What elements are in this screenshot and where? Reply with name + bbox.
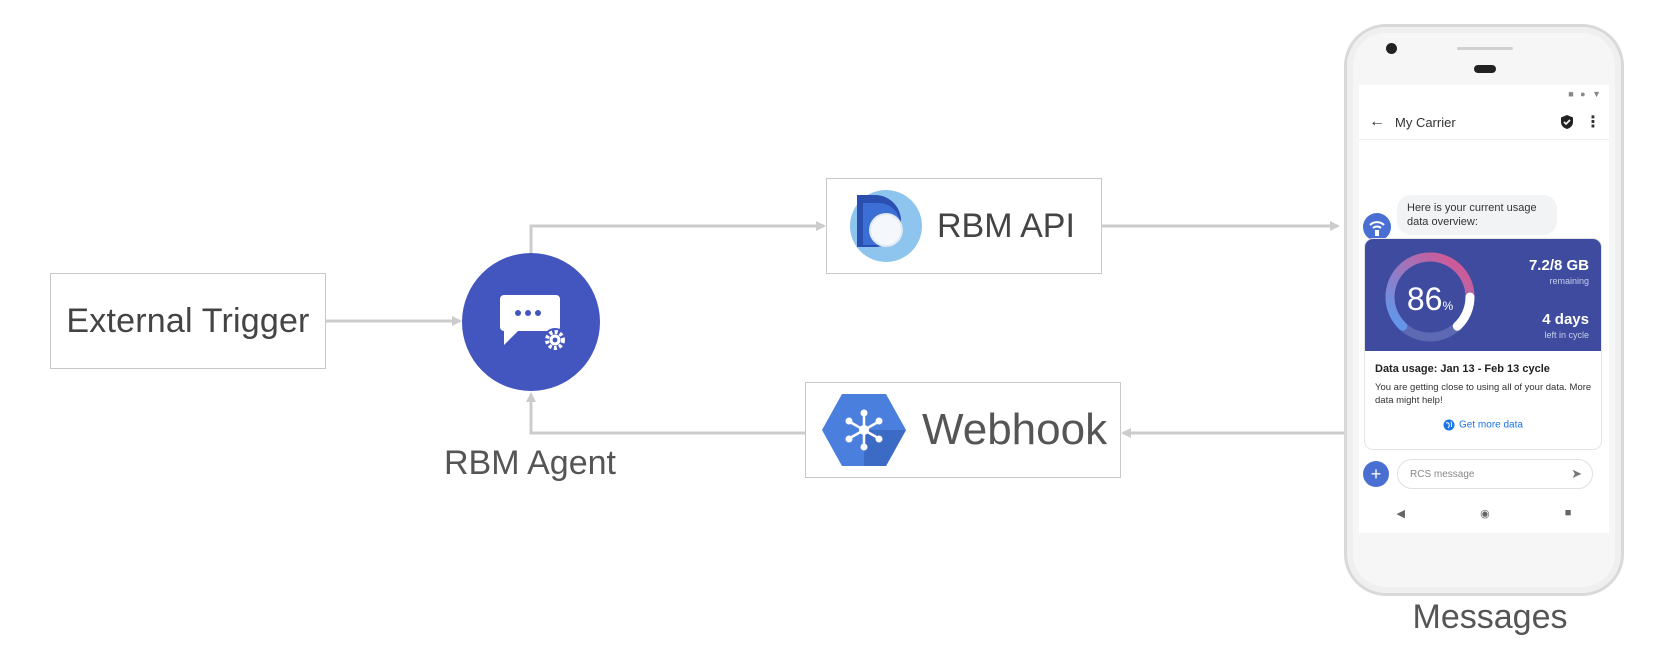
phone-speaker: [1457, 47, 1513, 50]
phone-earpiece: [1474, 65, 1496, 73]
send-icon[interactable]: ➤: [1571, 466, 1582, 481]
status-bar-icons: ■ ● ▼: [1568, 89, 1603, 99]
carrier-name: My Carrier: [1395, 114, 1456, 130]
agent-message-bubble: Here is your current usage data overview…: [1397, 195, 1557, 235]
verified-shield-icon: [1561, 115, 1573, 129]
rbm-agent-node: [462, 253, 600, 391]
chat-settings-icon: [500, 295, 567, 352]
arrow-webhook-to-agent: [526, 392, 805, 435]
rbm-api-node: RBM API: [826, 178, 1102, 274]
get-more-data-button[interactable]: Get more data: [1365, 419, 1601, 431]
get-more-data-label: Get more data: [1459, 419, 1523, 431]
webhook-node: Webhook: [805, 382, 1121, 478]
phone-camera: [1386, 43, 1397, 54]
days-value: 4 days: [1542, 311, 1589, 328]
add-attachment-button[interactable]: +: [1363, 461, 1389, 487]
globe-icon: [1443, 419, 1455, 431]
data-remaining: 7.2/8 GB remaining: [1493, 257, 1589, 286]
data-amount-caption: remaining: [1549, 276, 1589, 286]
rbm-api-logo: [850, 190, 922, 262]
external-trigger-node: External Trigger: [50, 273, 326, 369]
back-arrow-icon[interactable]: ←: [1369, 113, 1385, 130]
webhook-label: Webhook: [922, 405, 1108, 454]
external-trigger-label: External Trigger: [66, 301, 310, 340]
rcs-message-input[interactable]: RCS message ➤: [1397, 459, 1593, 489]
usage-percent: 86%: [1395, 281, 1465, 318]
nav-recents-icon[interactable]: ■: [1564, 507, 1572, 519]
card-description: You are getting close to using all of yo…: [1375, 382, 1592, 406]
rbm-agent-label: RBM Agent: [444, 444, 616, 482]
rbm-api-label: RBM API: [937, 206, 1075, 245]
nav-back-icon[interactable]: ◀: [1396, 507, 1405, 520]
nav-home-icon[interactable]: ◉: [1480, 507, 1490, 520]
days-left: 4 days left in cycle: [1493, 311, 1589, 340]
conversation-header: ← My Carrier ⋮: [1359, 105, 1609, 140]
more-vert-icon[interactable]: ⋮: [1585, 114, 1601, 131]
android-nav-bar: ◀ ◉ ■: [1359, 501, 1609, 525]
arrow-agent-to-api: [529, 221, 826, 253]
usage-percent-sign: %: [1442, 299, 1454, 313]
usage-percent-value: 86: [1406, 281, 1443, 317]
bot-avatar: [1363, 213, 1391, 241]
webhook-hexagon-icon: [822, 394, 906, 466]
rcs-message-placeholder: RCS message: [1410, 468, 1475, 480]
usage-card-media: 86% 7.2/8 GB remaining 4 days left in cy…: [1365, 239, 1601, 351]
data-amount: 7.2/8 GB: [1528, 257, 1589, 274]
messages-screen: ■ ● ▼ ← My Carrier ⋮ Here is your curren…: [1359, 85, 1609, 533]
days-caption: left in cycle: [1544, 330, 1589, 340]
usage-gauge: [1385, 252, 1475, 342]
phone-mockup: ■ ● ▼ ← My Carrier ⋮ Here is your curren…: [1344, 24, 1624, 596]
messages-label: Messages: [1412, 598, 1568, 636]
card-title: Data usage: Jan 13 - Feb 13 cycle: [1375, 363, 1550, 375]
wifi-signal-icon: [1369, 221, 1385, 236]
usage-rich-card[interactable]: 86% 7.2/8 GB remaining 4 days left in cy…: [1365, 239, 1601, 449]
